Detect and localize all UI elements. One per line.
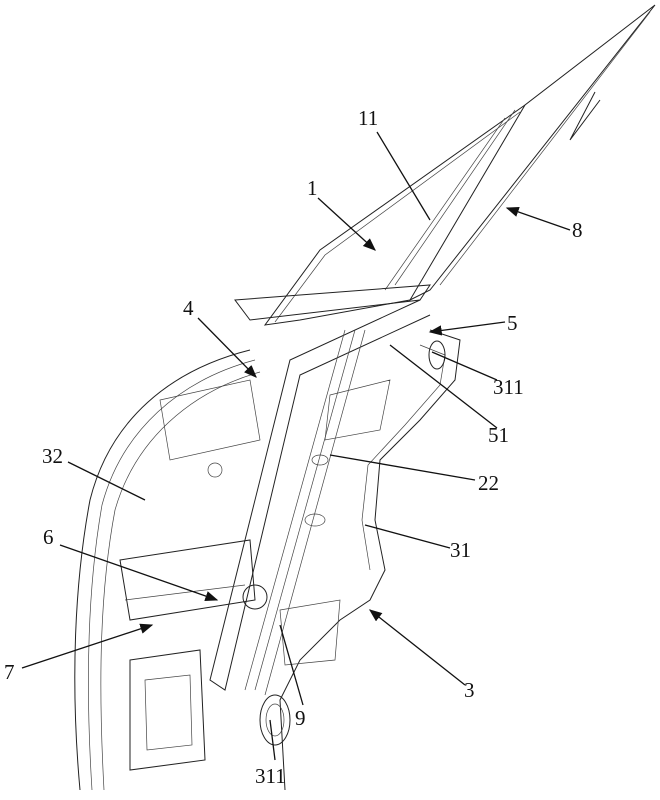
glass-panel (408, 4, 656, 302)
label-311-top: 311 (493, 375, 524, 399)
label-31: 31 (450, 538, 471, 562)
label-3: 3 (464, 678, 475, 702)
label-22: 22 (478, 471, 499, 495)
label-8: 8 (572, 218, 583, 242)
label-51: 51 (488, 423, 509, 447)
label-32: 32 (42, 444, 63, 468)
label-6: 6 (43, 525, 54, 549)
label-1: 1 (307, 176, 318, 200)
label-9: 9 (295, 706, 306, 730)
window-glass (263, 104, 526, 326)
guide-rail (209, 284, 431, 696)
label-311-bottom: 311 (255, 764, 286, 788)
label-7: 7 (4, 660, 15, 684)
label-4: 4 (183, 296, 194, 320)
body-frame (74, 329, 461, 791)
label-11: 11 (358, 106, 379, 130)
leader-lines (21, 131, 571, 761)
label-5: 5 (507, 311, 518, 335)
